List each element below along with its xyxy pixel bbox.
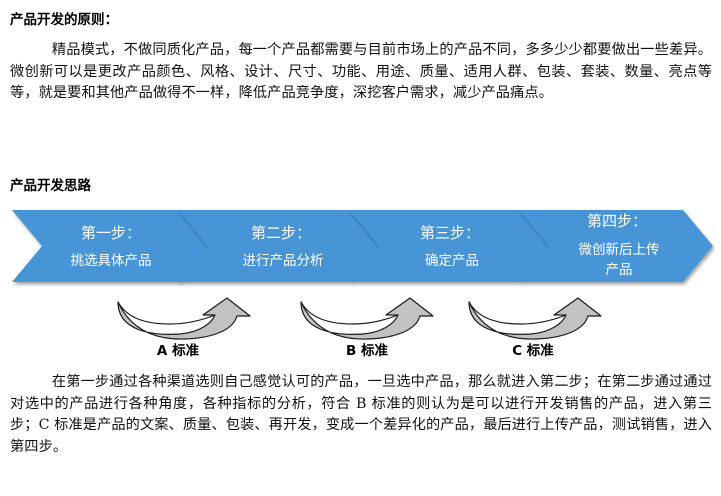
step-1-desc: 挑选具体产品 [71,253,152,269]
step-1-shape [12,210,210,282]
standard-b-label: B 标准 [346,342,388,359]
approach-paragraph: 在第一步通过各种渠道选则自己感觉认可的产品，一旦选中产品，那么就进入第二步；在第… [10,374,712,455]
step-4-desc-line2: 产品 [606,262,633,278]
standard-c-label: C 标准 [512,342,554,359]
step-2-chevron: 第二步： 进行产品分析 [178,210,380,282]
step-3-shape [349,210,550,282]
step-4-title: 第四步： [587,212,647,230]
principle-heading: 产品开发的原则： [10,12,118,28]
principle-paragraph: 精品模式，不做同质化产品，每一个产品都需要与目前市场上的产品不同，多多少少都要做… [10,42,712,101]
step-4-desc-line1: 微创新后上传 [579,242,660,258]
approach-heading: 产品开发思路 [10,178,91,194]
step-3-title: 第三步： [420,224,480,242]
curved-arrow-c-icon [468,297,602,340]
curved-arrow-a-icon [117,297,251,340]
step-3-chevron: 第三步： 确定产品 [349,210,550,282]
step-2-title: 第二步： [251,224,311,242]
process-flow-diagram: 第一步： 挑选具体产品 第二步： 进行产品分析 第三步： 确定产品 第四步： 微… [12,210,713,359]
step-1-title: 第一步： [81,224,141,242]
step-4-shape [519,210,713,282]
standard-a-label: A 标准 [157,342,200,359]
step-2-shape [178,210,380,282]
step-2-desc: 进行产品分析 [243,253,324,269]
step-3-desc: 确定产品 [425,253,479,269]
step-4-chevron: 第四步： 微创新后上传 产品 [519,210,713,282]
step-1-chevron: 第一步： 挑选具体产品 [12,210,210,282]
curved-arrow-b-icon [300,297,434,340]
